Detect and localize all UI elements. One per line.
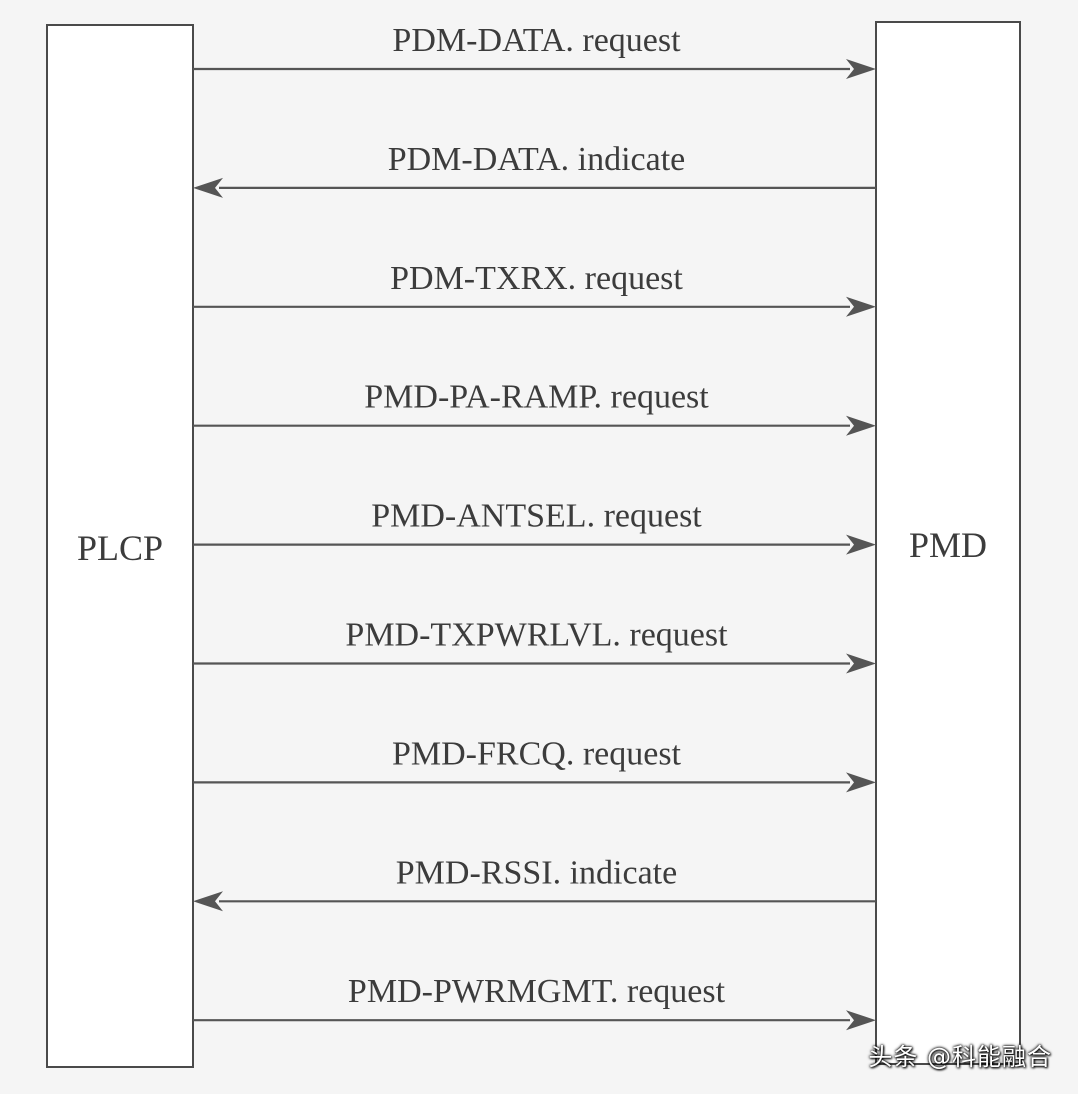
arrowhead-right-icon — [846, 1010, 876, 1031]
message-label: PMD-PA-RAMP. request — [364, 379, 709, 416]
message-9: PMD-PWRMGMT. request — [193, 973, 876, 1031]
message-label: PDM-TXRX. request — [390, 260, 683, 297]
message-8: PMD-RSSI. indicate — [193, 854, 876, 912]
message-label: PDM-DATA. indicate — [388, 141, 686, 178]
plcp-label: PLCP — [77, 528, 163, 568]
message-label: PDM-DATA. request — [392, 22, 681, 59]
message-label: PMD-TXPWRLVL. request — [345, 617, 728, 654]
arrowhead-left-icon — [193, 177, 223, 198]
watermark-text: 头条 @科能融合 — [868, 1043, 1052, 1071]
message-label: PMD-PWRMGMT. request — [348, 973, 726, 1010]
pmd-label: PMD — [909, 525, 987, 565]
arrowhead-right-icon — [846, 534, 876, 555]
message-label: PMD-RSSI. indicate — [396, 854, 677, 891]
message-7: PMD-FRCQ. request — [193, 735, 876, 793]
message-label: PMD-ANTSEL. request — [371, 498, 702, 535]
message-6: PMD-TXPWRLVL. request — [193, 617, 876, 674]
message-label: PMD-FRCQ. request — [392, 735, 682, 772]
message-2: PDM-DATA. indicate — [193, 141, 876, 198]
message-3: PDM-TXRX. request — [193, 260, 876, 317]
arrowhead-right-icon — [846, 59, 876, 79]
plcp-box: PLCP — [46, 24, 194, 1068]
arrowhead-right-icon — [846, 653, 876, 674]
pmd-box: PMD — [875, 21, 1021, 1065]
message-5: PMD-ANTSEL. request — [193, 498, 876, 555]
message-1: PDM-DATA. request — [193, 22, 876, 79]
arrowhead-left-icon — [193, 891, 223, 912]
arrowhead-right-icon — [846, 772, 876, 793]
message-4: PMD-PA-RAMP. request — [193, 379, 876, 436]
arrowhead-right-icon — [846, 415, 876, 436]
arrowhead-right-icon — [846, 296, 876, 317]
